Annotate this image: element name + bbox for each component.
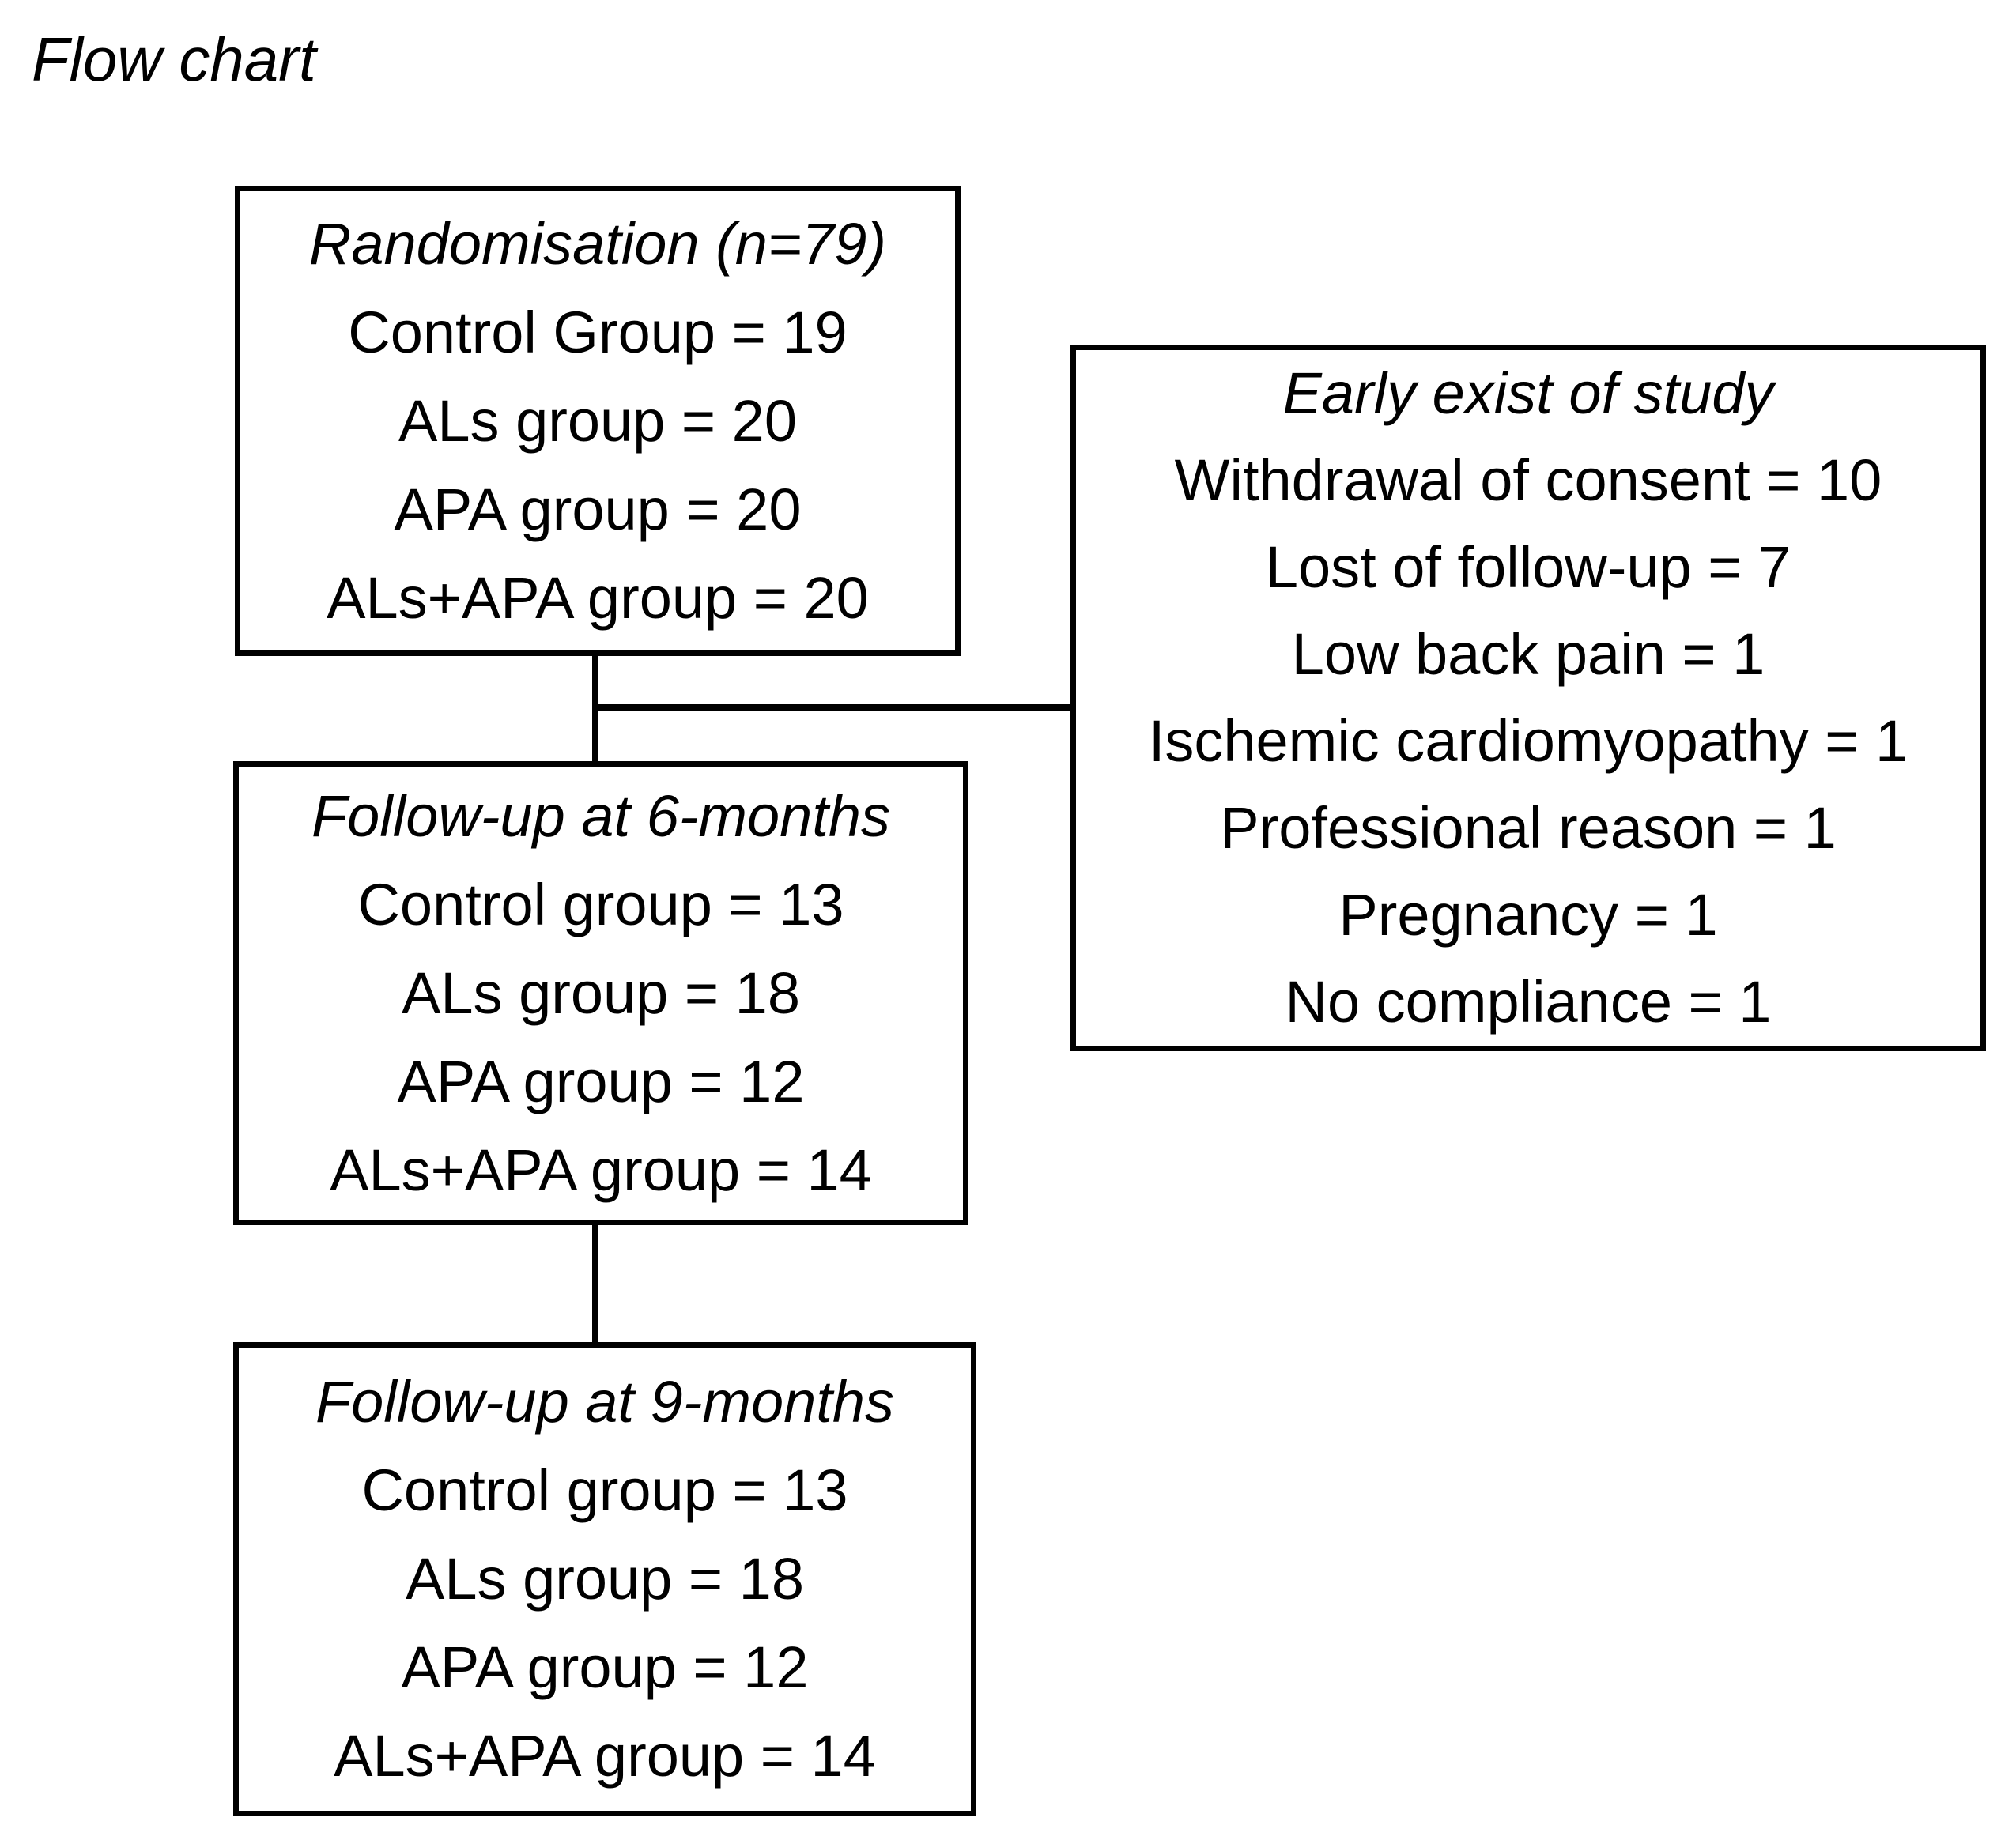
followup-9m-line-apa: APA group = 12 xyxy=(401,1635,809,1700)
connector-followup-6m-to-followup-9m xyxy=(592,1225,598,1348)
followup-6-months-box-header: Follow-up at 6-months xyxy=(311,782,891,849)
randomisation-line-als-apa: ALs+APA group = 20 xyxy=(327,564,869,631)
randomisation-box: Randomisation (n=79) Control Group = 19 … xyxy=(235,186,961,656)
early-exit-line-pregnancy: Pregnancy = 1 xyxy=(1338,882,1718,948)
early-exit-line-ischemic: Ischemic cardiomyopathy = 1 xyxy=(1148,708,1908,774)
randomisation-line-als: ALs group = 20 xyxy=(398,387,797,454)
followup-9m-line-als: ALs group = 18 xyxy=(406,1546,804,1612)
early-exit-line-low-back-pain: Low back pain = 1 xyxy=(1291,621,1765,687)
connector-branch-to-early-exit xyxy=(592,704,1070,711)
early-exit-line-professional: Professional reason = 1 xyxy=(1220,795,1837,861)
randomisation-box-header: Randomisation (n=79) xyxy=(308,210,887,277)
followup-9m-line-control: Control group = 13 xyxy=(361,1457,848,1523)
early-exit-line-withdrawal: Withdrawal of consent = 10 xyxy=(1174,447,1882,513)
early-exit-box-header: Early exist of study xyxy=(1282,360,1774,426)
randomisation-line-apa: APA group = 20 xyxy=(394,476,802,542)
followup-6m-line-als: ALs group = 18 xyxy=(402,960,800,1026)
followup-9-months-box-header: Follow-up at 9-months xyxy=(315,1369,895,1435)
followup-6m-line-control: Control group = 13 xyxy=(357,871,844,937)
followup-6m-line-als-apa: ALs+APA group = 14 xyxy=(330,1137,872,1203)
early-exit-box: Early exist of study Withdrawal of conse… xyxy=(1070,345,1986,1051)
followup-9m-line-als-apa: ALs+APA group = 14 xyxy=(334,1723,876,1789)
followup-6m-line-apa: APA group = 12 xyxy=(397,1048,805,1114)
early-exit-line-no-compliance: No compliance = 1 xyxy=(1285,969,1772,1035)
followup-9-months-box: Follow-up at 9-months Control group = 13… xyxy=(233,1342,976,1816)
page-title: Flow chart xyxy=(32,25,316,94)
connector-randomisation-to-followup-6m xyxy=(592,656,598,767)
early-exit-line-lost-followup: Lost of follow-up = 7 xyxy=(1265,534,1791,600)
followup-6-months-box: Follow-up at 6-months Control group = 13… xyxy=(233,761,968,1225)
randomisation-line-control: Control Group = 19 xyxy=(348,299,848,365)
